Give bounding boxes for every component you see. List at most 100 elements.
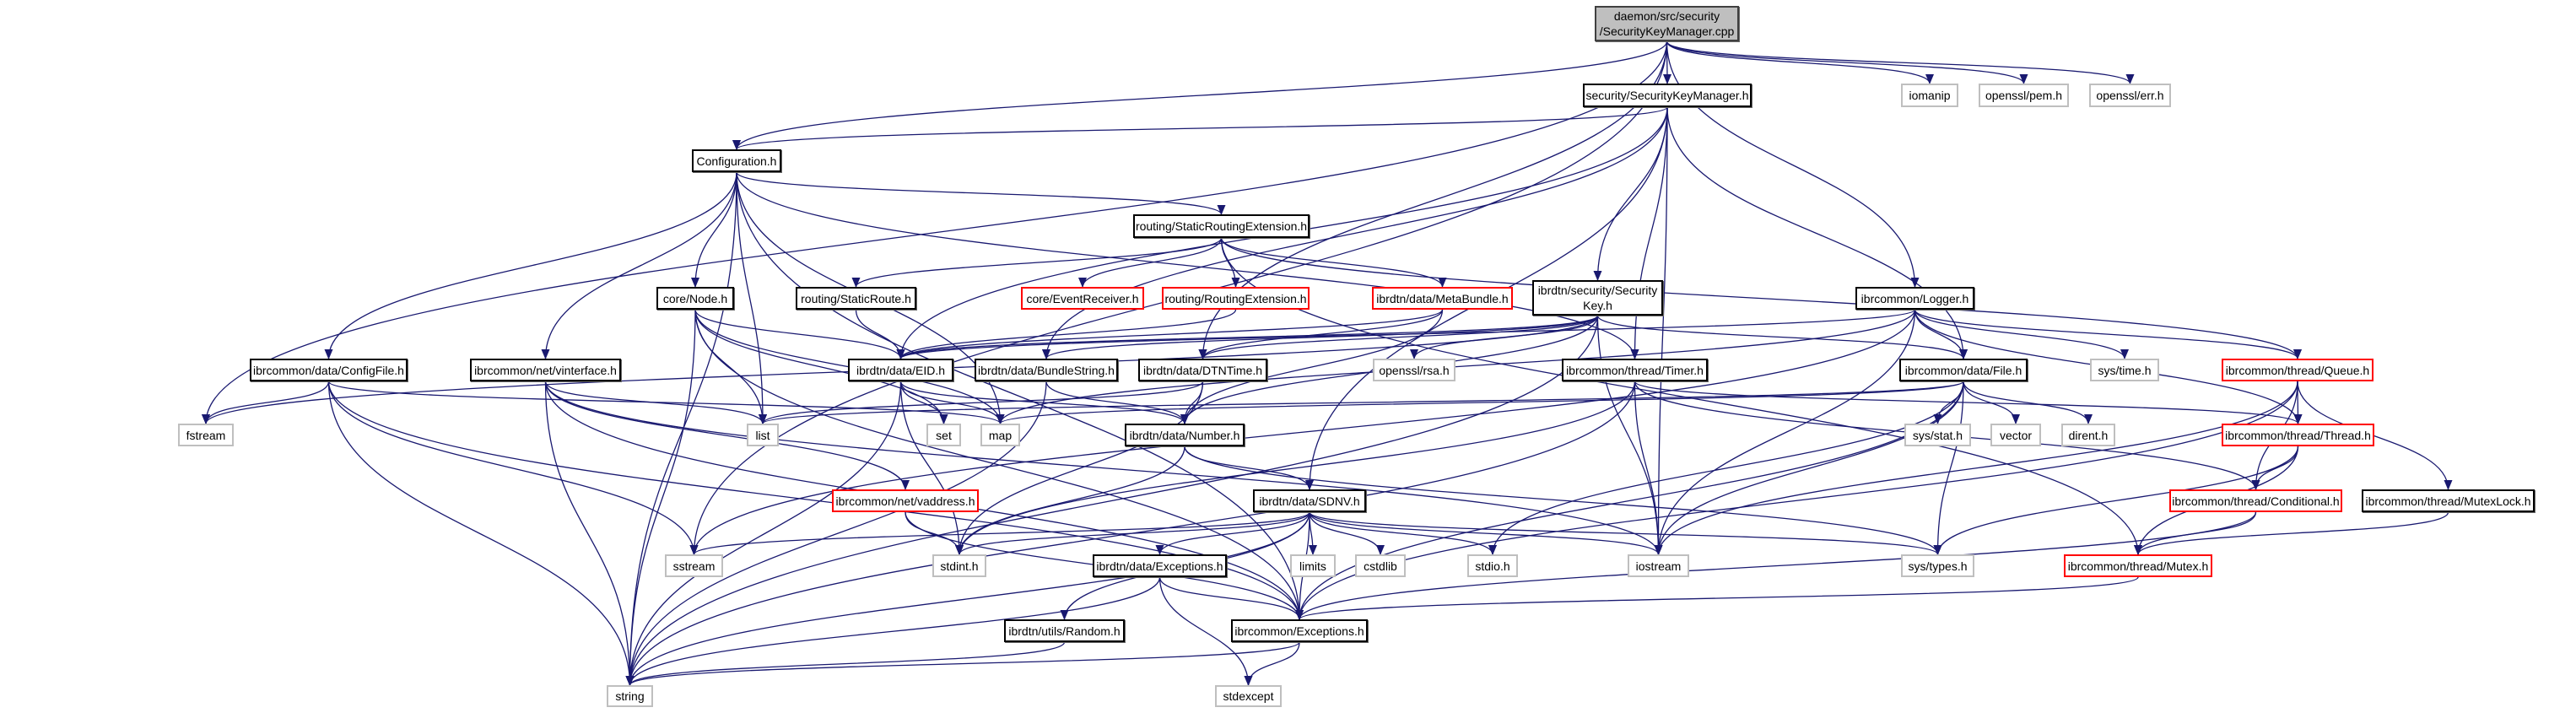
graph-node-logger[interactable]: ibrcommon/Logger.h bbox=[1855, 287, 1974, 310]
graph-node-meta[interactable]: ibrdtn/data/MetaBundle.h bbox=[1372, 287, 1513, 310]
node-label: ibrcommon/thread/Conditional.h bbox=[2172, 494, 2340, 508]
edge-vif-to-string bbox=[544, 381, 635, 686]
edge-logger-to-iostream bbox=[1654, 309, 1916, 555]
edge-sre-to-sroute bbox=[851, 237, 1223, 288]
node-label: ibrdtn/data/MetaBundle.h bbox=[1376, 291, 1509, 305]
edge-sre-to-evr bbox=[1078, 237, 1223, 288]
node-label: daemon/src/security /SecurityKeyManager.… bbox=[1599, 9, 1735, 38]
graph-node-node[interactable]: core/Node.h bbox=[656, 287, 734, 310]
edge-node-to-string bbox=[625, 309, 696, 686]
graph-node-cond[interactable]: ibrcommon/thread/Conditional.h bbox=[2169, 489, 2342, 512]
edge-cond-to-cexc bbox=[1295, 511, 2257, 620]
edge-seckey-to-dtnt bbox=[1198, 315, 1599, 359]
edge-thread-to-systypes bbox=[1933, 446, 2299, 555]
edge-vaddr-to-stdint bbox=[905, 511, 964, 555]
graph-node-stdint: stdint.h bbox=[932, 554, 986, 577]
graph-node-timer[interactable]: ibrcommon/thread/Timer.h bbox=[1562, 359, 1708, 381]
edge-file-to-cexc bbox=[1295, 381, 1964, 620]
edge-bstr-to-string bbox=[625, 381, 1047, 686]
graph-node-evr[interactable]: core/EventReceiver.h bbox=[1021, 287, 1144, 310]
edge-file-to-iostream bbox=[1654, 381, 1964, 555]
graph-node-rext[interactable]: routing/RoutingExtension.h bbox=[1162, 287, 1310, 310]
edge-logger-to-sstream bbox=[689, 309, 1916, 555]
edge-sdnv-to-cstdlib bbox=[1309, 511, 1385, 555]
graph-node-mutex[interactable]: ibrcommon/thread/Mutex.h bbox=[2064, 554, 2212, 577]
edge-seckey-to-file bbox=[1596, 315, 1968, 359]
edge-main-to-logger bbox=[1666, 41, 1920, 288]
graph-node-iostream: iostream bbox=[1628, 554, 1689, 577]
graph-node-thread[interactable]: ibrcommon/thread/Thread.h bbox=[2222, 424, 2374, 446]
graph-node-main[interactable]: daemon/src/security /SecurityKeyManager.… bbox=[1595, 6, 1739, 41]
node-label: ibrdtn/data/EID.h bbox=[856, 363, 946, 377]
node-label: vector bbox=[1999, 428, 2033, 442]
node-label: ibrcommon/thread/Timer.h bbox=[1566, 363, 1704, 377]
edge-sdnv-to-stdint bbox=[955, 511, 1310, 555]
graph-node-vector: vector bbox=[1990, 424, 2041, 446]
graph-node-vaddr[interactable]: ibrcommon/net/vaddress.h bbox=[832, 489, 979, 512]
edge-vif-to-vaddr bbox=[544, 381, 910, 490]
edge-main-to-err bbox=[1666, 41, 2135, 84]
edge-file-to-vector bbox=[1963, 381, 2020, 424]
graph-node-config[interactable]: Configuration.h bbox=[692, 149, 781, 172]
edge-config-to-node bbox=[691, 171, 737, 288]
graph-node-sdnv[interactable]: ibrdtn/data/SDNV.h bbox=[1253, 489, 1366, 512]
graph-node-vif[interactable]: ibrcommon/net/vinterface.h bbox=[470, 359, 621, 381]
edge-config-to-vif bbox=[541, 171, 737, 359]
graph-node-sroute[interactable]: routing/StaticRoute.h bbox=[796, 287, 916, 310]
graph-node-file[interactable]: ibrcommon/data/File.h bbox=[1899, 359, 2028, 381]
edge-mutex-to-cexc bbox=[1295, 576, 2139, 620]
edge-meta-to-eid bbox=[896, 309, 1444, 359]
graph-node-random[interactable]: ibrdtn/utils/Random.h bbox=[1004, 619, 1125, 642]
graph-node-systime: sys/time.h bbox=[2090, 359, 2159, 381]
edge-timer-to-stdint bbox=[955, 381, 1636, 555]
edge-main-to-config bbox=[732, 41, 1668, 150]
graph-node-sstream: sstream bbox=[665, 554, 723, 577]
node-label: ibrcommon/thread/Thread.h bbox=[2225, 428, 2371, 442]
graph-node-iomanip: iomanip bbox=[1901, 84, 1958, 107]
edge-meta-to-dtnt bbox=[1198, 309, 1444, 359]
node-label: map bbox=[988, 428, 1013, 442]
graph-node-dexc[interactable]: ibrdtn/data/Exceptions.h bbox=[1093, 554, 1227, 577]
node-label: iomanip bbox=[1909, 89, 1951, 102]
edge-cfgfile-to-string bbox=[327, 381, 635, 686]
node-label: sys/types.h bbox=[1908, 559, 1968, 573]
node-label: fstream bbox=[186, 428, 226, 442]
graph-node-skm_h[interactable]: security/SecurityKeyManager.h bbox=[1583, 84, 1752, 107]
node-label: ibrcommon/net/vinterface.h bbox=[474, 363, 617, 377]
edge-config-to-cexc bbox=[736, 171, 1304, 620]
node-label: ibrdtn/data/BundleString.h bbox=[978, 363, 1115, 377]
edge-dexc-to-stdexcept bbox=[1158, 576, 1253, 686]
edge-sdnv-to-dexc bbox=[1155, 511, 1310, 555]
graph-node-map: map bbox=[980, 424, 1020, 446]
graph-node-mutexlock[interactable]: ibrcommon/thread/MutexLock.h bbox=[2362, 489, 2535, 512]
edge-number-to-systypes bbox=[1184, 446, 1942, 555]
graph-node-number[interactable]: ibrdtn/data/Number.h bbox=[1125, 424, 1245, 446]
graph-node-queue[interactable]: ibrcommon/thread/Queue.h bbox=[2222, 359, 2373, 381]
node-label: sys/stat.h bbox=[1912, 428, 1963, 442]
edge-meta-to-number bbox=[1180, 309, 1444, 424]
edge-file-to-systypes bbox=[1933, 381, 1964, 555]
graph-node-dtnt[interactable]: ibrdtn/data/DTNTime.h bbox=[1138, 359, 1267, 381]
edge-random-to-string bbox=[625, 641, 1066, 686]
edge-eid-to-stdint bbox=[899, 381, 964, 555]
graph-node-sre[interactable]: routing/StaticRoutingExtension.h bbox=[1133, 214, 1310, 238]
edge-sdnv-to-stdio bbox=[1309, 511, 1497, 555]
graph-node-bstr[interactable]: ibrdtn/data/BundleString.h bbox=[975, 359, 1118, 381]
node-label: security/SecurityKeyManager.h bbox=[1585, 89, 1749, 102]
graph-node-cfgfile[interactable]: ibrcommon/data/ConfigFile.h bbox=[250, 359, 408, 381]
graph-node-cexc[interactable]: ibrcommon/Exceptions.h bbox=[1231, 619, 1368, 642]
node-label: openssl/rsa.h bbox=[1379, 363, 1450, 377]
edge-logger-to-systime bbox=[1914, 309, 2129, 359]
edge-bstr-to-number bbox=[1045, 381, 1189, 424]
graph-node-sysstat: sys/stat.h bbox=[1904, 424, 1971, 446]
graph-node-pem: openssl/pem.h bbox=[1979, 84, 2069, 107]
edge-number-to-stdint bbox=[955, 446, 1185, 555]
node-label: stdio.h bbox=[1475, 559, 1510, 573]
graph-node-set: set bbox=[926, 424, 961, 446]
edge-sdnv-to-iostream bbox=[1309, 511, 1663, 555]
edge-vif-to-iostream bbox=[544, 381, 1663, 555]
graph-node-eid[interactable]: ibrdtn/data/EID.h bbox=[848, 359, 953, 381]
edge-seckey-to-string bbox=[625, 315, 1599, 686]
graph-node-seckey[interactable]: ibrdtn/security/Security Key.h bbox=[1532, 280, 1663, 316]
node-label: stdexcept bbox=[1223, 689, 1274, 703]
